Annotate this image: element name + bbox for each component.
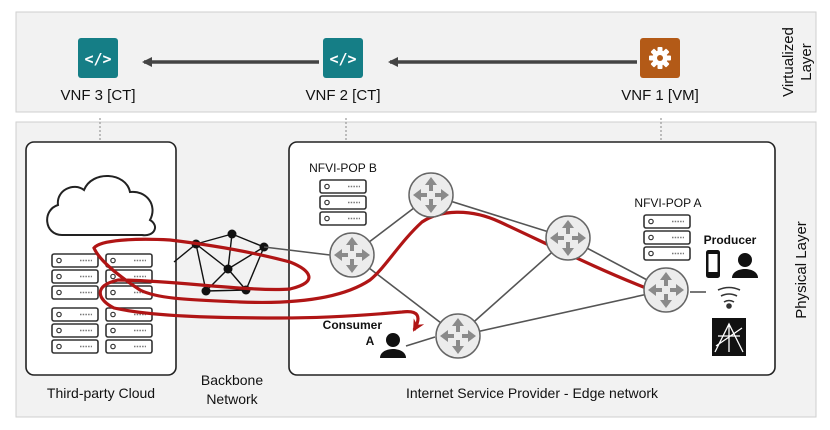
router-a bbox=[643, 267, 689, 313]
backbone-nodes bbox=[191, 229, 269, 296]
router-mid bbox=[545, 215, 591, 261]
backbone-caption-line1: Backbone bbox=[201, 372, 263, 388]
vnf2-label: VNF 2 [CT] bbox=[305, 87, 380, 104]
vnf2-icon: </> bbox=[323, 38, 363, 78]
pop-b-servers bbox=[319, 179, 367, 226]
vnf1-label: VNF 1 [VM] bbox=[621, 87, 699, 104]
backbone-caption-line2: Network bbox=[206, 391, 258, 407]
vnf3-icon: </> bbox=[78, 38, 118, 78]
cloud-icon bbox=[46, 175, 157, 237]
code-icon: </> bbox=[84, 50, 111, 68]
vnf1-icon bbox=[640, 38, 680, 78]
svg-text:Virtualized: Virtualized bbox=[780, 27, 797, 97]
router-b bbox=[329, 232, 375, 278]
iot-device-icon bbox=[712, 318, 746, 356]
router-top bbox=[408, 172, 454, 218]
phone-icon bbox=[706, 250, 720, 278]
cloud-caption: Third-party Cloud bbox=[47, 385, 155, 401]
physical-layer-label: Physical Layer bbox=[793, 221, 810, 319]
code-icon: </> bbox=[329, 50, 356, 68]
producer-label: Producer bbox=[704, 233, 757, 247]
consumer-label-line2: A bbox=[366, 334, 375, 348]
pop-a-label: NFVI-POP A bbox=[634, 196, 701, 210]
wifi-sensor-icon bbox=[717, 286, 741, 309]
svg-text:Layer: Layer bbox=[798, 43, 815, 81]
flow-path bbox=[92, 210, 647, 332]
vnf3-label: VNF 3 [CT] bbox=[60, 87, 135, 104]
virtualized-layer-label: Virtualized Layer bbox=[780, 27, 815, 97]
consumer-label-line1: Consumer bbox=[323, 318, 383, 332]
isp-caption: Internet Service Provider - Edge network bbox=[406, 385, 659, 401]
pop-a-servers bbox=[643, 214, 691, 261]
backbone-mesh bbox=[173, 233, 265, 292]
gear-icon bbox=[649, 47, 671, 69]
pop-b-label: NFVI-POP B bbox=[309, 161, 377, 175]
router-bottom bbox=[435, 313, 481, 359]
